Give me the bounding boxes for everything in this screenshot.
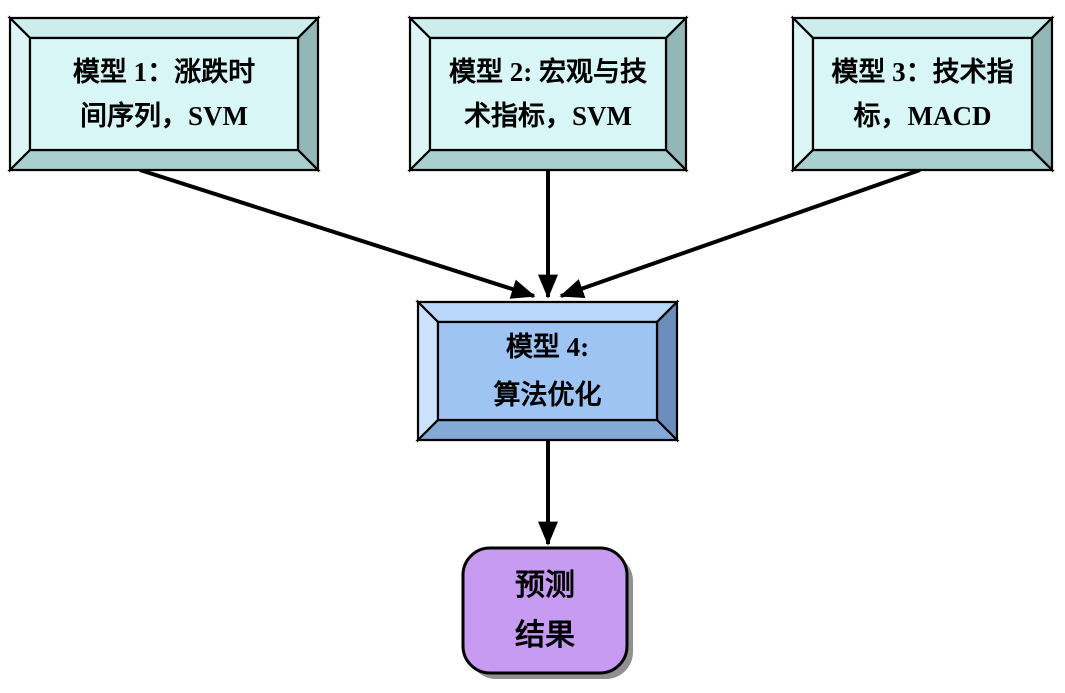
model1-box (7, 15, 321, 173)
model4-label-line1: 模型 4: (505, 332, 590, 362)
model4-label-line2: 算法优化 (493, 380, 602, 410)
model3-label-line2: 标，MACD (853, 101, 992, 131)
model2-box-face (428, 36, 668, 152)
result-label: 预测 结果 (463, 548, 627, 673)
model3-box (790, 15, 1055, 173)
result-label-line2: 结果 (515, 618, 575, 652)
result-box-face (461, 546, 629, 675)
model3-label: 模型 3：技术指 标，MACD (813, 38, 1032, 150)
model1-label-line1: 模型 1：涨跌时 (72, 57, 256, 87)
model1-label-line2: 间序列，SVM (80, 101, 248, 131)
result-box (461, 546, 633, 679)
model1-label: 模型 1：涨跌时 间序列，SVM (30, 38, 298, 150)
model4-box-face (436, 320, 659, 422)
model2-label: 模型 2: 宏观与技 术指标，SVM (430, 38, 666, 150)
model3-label-line1: 模型 3：技术指 (831, 57, 1014, 87)
model1-box-face (28, 36, 300, 152)
model4-label: 模型 4: 算法优化 (438, 322, 657, 420)
model2-label-line2: 术指标，SVM (464, 101, 632, 131)
arrow-model1-to-model4 (139, 168, 536, 299)
result-label-line1: 预测 (515, 568, 575, 602)
arrow-model3-to-model4 (559, 168, 921, 299)
model3-box-face (811, 36, 1034, 152)
model4-box (415, 299, 680, 443)
model2-label-line1: 模型 2: 宏观与技 (449, 57, 647, 87)
model2-box (407, 15, 689, 173)
